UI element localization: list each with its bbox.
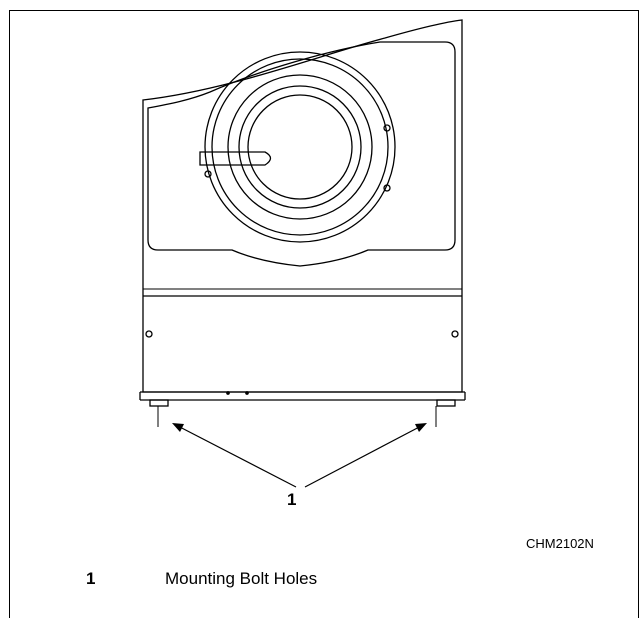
- right-panel-screw: [451, 330, 459, 338]
- right-callout-leader: [304, 423, 426, 488]
- legend-item-description: Mounting Bolt Holes: [165, 569, 318, 588]
- legend-item-number: 1: [86, 569, 96, 588]
- left-callout-leader: [173, 423, 297, 488]
- cabinet-outline: [142, 19, 463, 393]
- door-handle: [199, 151, 272, 166]
- figure-border: [9, 10, 639, 618]
- left-panel-screw: [145, 330, 153, 338]
- left-foot: [149, 399, 169, 407]
- door-outer-ring: [204, 51, 396, 243]
- right-arrowhead: [415, 423, 427, 432]
- door-panel-frame: [147, 41, 456, 267]
- door-glass-ring: [238, 85, 362, 209]
- left-arrowhead: [172, 423, 184, 432]
- figure-code: CHM2102N: [526, 536, 594, 551]
- callout-label: 1: [287, 490, 297, 509]
- right-foot: [436, 399, 456, 407]
